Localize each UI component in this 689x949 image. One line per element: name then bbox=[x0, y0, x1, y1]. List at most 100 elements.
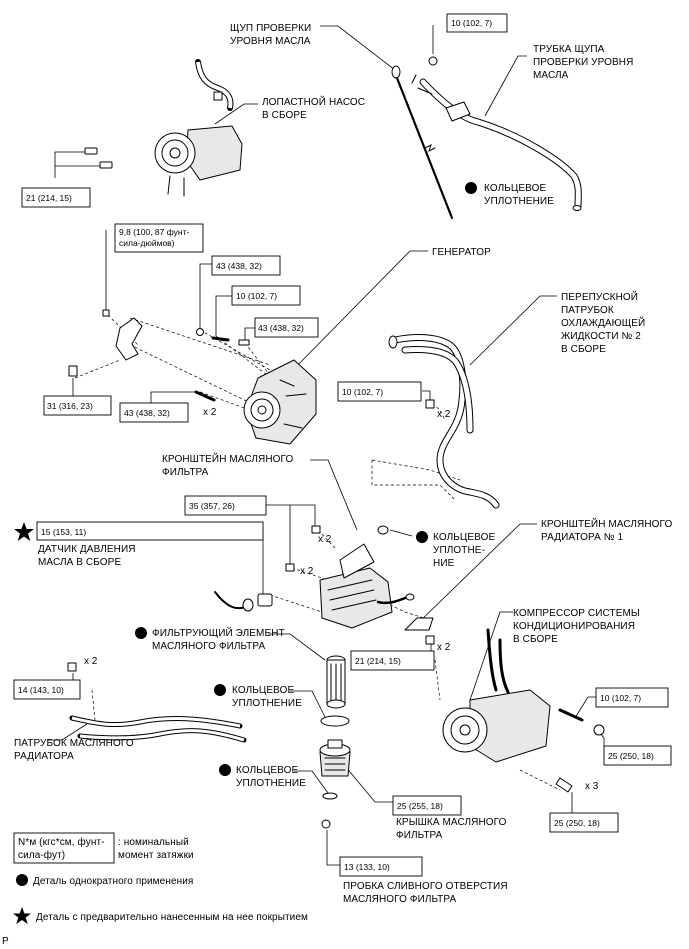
text-label: сила-дюймов) bbox=[119, 238, 175, 248]
multiplier-label: x 2 bbox=[203, 407, 217, 418]
torque-box: 25 (250, 18) bbox=[603, 745, 672, 766]
text-label: ПАТРУБОК bbox=[561, 305, 614, 316]
dipstick-part bbox=[391, 65, 454, 220]
text-label: 15 (153, 11) bbox=[41, 527, 86, 537]
text-label: КРЫШКА МАСЛЯНОГО bbox=[396, 817, 507, 828]
vane-pump-part bbox=[84, 59, 243, 197]
torque-box: 15 (153, 11) bbox=[36, 521, 264, 541]
torque-box: 35 (357, 26) bbox=[184, 495, 267, 516]
text-label: ЩУП ПРОВЕРКИ bbox=[230, 23, 311, 34]
text-label: В СБОРЕ bbox=[262, 110, 307, 121]
text-label: ПРОВЕРКИ УРОВНЯ bbox=[533, 57, 633, 68]
text-label: МАСЛА В СБОРЕ bbox=[38, 557, 121, 568]
text-label: 25 (255, 18) bbox=[397, 801, 443, 811]
text-label: 14 (143, 10) bbox=[18, 685, 64, 695]
text-label: ПРОБКА СЛИВНОГО ОТВЕРСТИЯ bbox=[343, 881, 508, 892]
text-label: КОЛЬЦЕВОЕ bbox=[433, 532, 495, 543]
single-use-icon bbox=[135, 627, 147, 639]
text-label: сила-фут) bbox=[18, 849, 65, 861]
label-filter-cap: КРЫШКА МАСЛЯНОГО ФИЛЬТРА bbox=[396, 817, 509, 841]
o-ring-3-part bbox=[320, 715, 350, 727]
legend-unit-description: : номинальный момент затяжки bbox=[118, 837, 194, 861]
o-ring-4-part bbox=[322, 792, 338, 800]
precoated-star-icon bbox=[14, 522, 34, 541]
text-label: 10 (102, 7) bbox=[600, 693, 641, 703]
torque-box: 25 (250, 18) bbox=[549, 812, 619, 833]
text-label: РАДИАТОРА № 1 bbox=[541, 532, 623, 543]
torque-box: 13 (133, 10) bbox=[339, 856, 423, 877]
filter-cap-part bbox=[319, 739, 351, 777]
torque-box: 10 (102, 7) bbox=[446, 13, 508, 33]
label-o-ring-3: КОЛЬЦЕВОЕ УПЛОТНЕНИЕ bbox=[232, 685, 302, 709]
label-filter-element: ФИЛЬТРУЮЩИЙ ЭЛЕМЕНТ МАСЛЯНОГО ФИЛЬТРА bbox=[152, 626, 288, 652]
text-label: КОЛЬЦЕВОЕ bbox=[484, 183, 546, 194]
text-label: 43 (438, 32) bbox=[216, 261, 262, 271]
multiplier-label: x 3 bbox=[585, 781, 599, 792]
text-label: УПЛОТНЕНИЕ bbox=[236, 778, 306, 789]
single-use-icon bbox=[214, 684, 226, 696]
text-label: МАСЛА bbox=[533, 70, 569, 81]
label-generator: ГЕНЕРАТОР bbox=[432, 247, 491, 258]
oil-filter-bracket-part bbox=[285, 525, 415, 629]
text-label: 21 (214, 15) bbox=[26, 193, 72, 203]
multiplier-label: x 2 bbox=[318, 534, 332, 545]
text-label: КОМПРЕССОР СИСТЕМЫ bbox=[513, 608, 640, 619]
legend-precoated-text: Деталь с предварительно нанесенным на не… bbox=[36, 912, 308, 923]
precoated-star-icon bbox=[13, 907, 31, 924]
text-label: УРОВНЯ МАСЛА bbox=[230, 36, 311, 47]
label-o-ring-4: КОЛЬЦЕВОЕ УПЛОТНЕНИЕ bbox=[236, 765, 306, 789]
pressure-sensor-part bbox=[214, 591, 273, 612]
text-label: 35 (357, 26) bbox=[189, 501, 235, 511]
multiplier-label: x 2 bbox=[437, 409, 451, 420]
label-pressure-sensor: ДАТЧИК ДАВЛЕНИЯ МАСЛА В СБОРЕ bbox=[38, 544, 138, 568]
legend-unit-box bbox=[13, 832, 115, 864]
label-dipstick-tube: ТРУБКА ЩУПА ПРОВЕРКИ УРОВНЯ МАСЛА bbox=[533, 44, 636, 81]
label-vane-pump: ЛОПАСТНОЙ НАСОС В СБОРЕ bbox=[262, 95, 368, 121]
text-label: ФИЛЬТРА bbox=[396, 830, 443, 841]
label-drain-plug: ПРОБКА СЛИВНОГО ОТВЕРСТИЯ МАСЛЯНОГО ФИЛЬ… bbox=[343, 881, 511, 905]
multiplier-label: x 2 bbox=[84, 656, 98, 667]
text-label: В СБОРЕ bbox=[561, 344, 606, 355]
legend: N*м (кгс*см, фунт- сила-фут) : номинальн… bbox=[2, 832, 308, 947]
text-label: КРОНШТЕЙН МАСЛЯНОГО bbox=[541, 517, 673, 530]
text-label: 10 (102, 7) bbox=[451, 18, 492, 28]
torque-box: 21 (214, 15) bbox=[21, 187, 91, 208]
text-label: ПАТРУБОК МАСЛЯНОГО bbox=[14, 738, 134, 749]
text-label: 9,8 (100, 87 фунт- bbox=[119, 227, 189, 237]
bypass-pipe-part bbox=[388, 334, 500, 509]
text-label: 25 (250, 18) bbox=[554, 818, 600, 828]
text-label: 43 (438, 32) bbox=[258, 323, 304, 333]
torque-box: 10 (102, 7) bbox=[337, 381, 422, 402]
label-oil-cooler-pipe: ПАТРУБОК МАСЛЯНОГО РАДИАТОРА bbox=[14, 738, 137, 762]
text-label: ЛОПАСТНОЙ НАСОС bbox=[262, 95, 365, 108]
oil-cooler-pipe-part bbox=[67, 662, 247, 743]
text-label: ПЕРЕПУСКНОЙ bbox=[561, 290, 638, 303]
text-label: НИЕ bbox=[433, 558, 455, 569]
text-label: момент затяжки bbox=[118, 850, 194, 861]
o-ring-2-part bbox=[377, 525, 389, 535]
text-label: ГЕНЕРАТОР bbox=[432, 247, 491, 258]
text-label: УПЛОТНЕ- bbox=[433, 545, 485, 556]
text-label: ОХЛАЖДАЮЩЕЙ bbox=[561, 316, 645, 329]
torque-text: 9,8 (100, 87 фунт- сила-дюймов) bbox=[119, 227, 192, 248]
text-label: В СБОРЕ bbox=[513, 634, 558, 645]
generator-bolts bbox=[68, 309, 250, 402]
text-label: 31 (316, 23) bbox=[47, 401, 93, 411]
text-label: : номинальный bbox=[118, 837, 189, 848]
text-label: КОНДИЦИОНИРОВАНИЯ bbox=[513, 621, 635, 632]
torque-box: 31 (316, 23) bbox=[43, 395, 112, 416]
text-label: 21 (214, 15) bbox=[355, 656, 401, 666]
parts bbox=[67, 56, 605, 829]
torque-box: 14 (143, 10) bbox=[13, 679, 81, 700]
text-label: МАСЛЯНОГО ФИЛЬТРА bbox=[343, 894, 456, 905]
single-use-icon bbox=[16, 874, 28, 886]
text-label: ДАТЧИК ДАВЛЕНИЯ bbox=[38, 544, 136, 555]
label-oil-cooler-bracket: КРОНШТЕЙН МАСЛЯНОГО РАДИАТОРА № 1 bbox=[541, 517, 675, 543]
torque-box: 10 (102, 7) bbox=[231, 285, 301, 306]
cooler-bracket-part bbox=[404, 617, 435, 645]
part-labels: ЩУП ПРОВЕРКИ УРОВНЯ МАСЛА ТРУБКА ЩУПА ПР… bbox=[14, 23, 675, 905]
multipliers: x 2 x 2 x 2 x 2 x 2 x 2 x 3 bbox=[84, 407, 599, 792]
single-use-icon bbox=[465, 182, 477, 194]
text-label: ТРУБКА ЩУПА bbox=[533, 44, 605, 55]
